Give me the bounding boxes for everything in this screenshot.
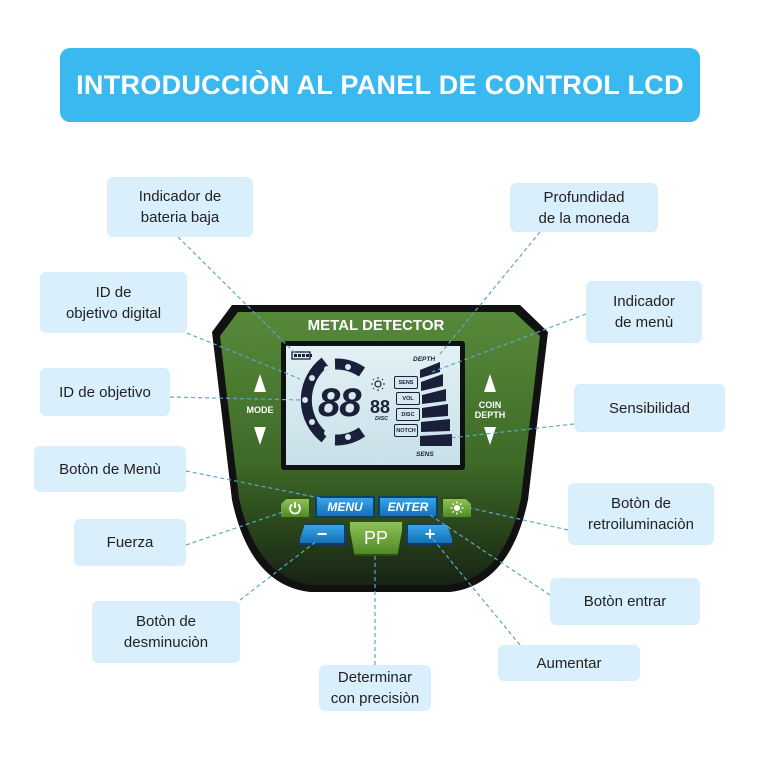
callout-target-id: ID de objetivo <box>40 368 170 416</box>
callout-backlight-button-text: Botòn de retroiluminaciòn <box>588 495 694 533</box>
enter-button[interactable]: ENTER <box>378 496 438 518</box>
callout-increase-text: Aumentar <box>536 654 602 672</box>
target-id-digits: 88 <box>318 381 361 425</box>
callout-power: Fuerza <box>74 519 186 566</box>
digital-id-digits: 88 <box>370 397 391 417</box>
callout-sensitivity-text: Sensibilidad <box>609 399 690 417</box>
callout-coin-depth-text: Profundidad de la moneda <box>538 188 630 227</box>
menu-item-vol: VOL <box>396 392 420 405</box>
mode-label: MODE <box>246 405 274 415</box>
callout-menu-button-text: Botòn de Menù <box>59 460 161 478</box>
callout-pinpoint: Determinar con precisiòn <box>319 665 431 711</box>
mode-down-arrow <box>254 427 266 445</box>
callout-sensitivity: Sensibilidad <box>574 384 725 432</box>
callout-enter-button-text: Botòn entrar <box>583 593 667 610</box>
depth-label: DEPTH <box>413 356 436 363</box>
callout-enter-button: Botòn entrar <box>550 578 700 625</box>
callout-decrease-button: Botòn de desminuciòn <box>92 601 240 663</box>
callout-decrease-button-text: Botòn de desminuciòn <box>123 613 209 651</box>
power-icon <box>289 502 301 515</box>
target-id-ring <box>300 357 366 446</box>
callout-pinpoint-text: Determinar con precisiòn <box>330 669 420 707</box>
callout-menu-button: Botòn de Menù <box>34 446 186 492</box>
title-banner: INTRODUCCIÒN AL PANEL DE CONTROL LCD <box>60 48 700 122</box>
callout-coin-depth: Profundidad de la moneda <box>510 183 658 232</box>
callout-menu-indicator-text: Indicador de menù <box>613 293 675 331</box>
callout-power-text: Fuerza <box>106 534 154 551</box>
device-name: METAL DETECTOR <box>307 317 445 334</box>
callout-low-battery: Indicador de bateria baja <box>107 177 253 237</box>
pinpoint-button[interactable]: PP <box>348 520 404 556</box>
callout-digital-target-id-text: ID de objetivo digital <box>65 283 162 322</box>
callout-increase: Aumentar <box>498 645 640 681</box>
callout-menu-indicator: Indicador de menù <box>586 281 702 343</box>
lcd-sun-icon <box>371 377 385 391</box>
callout-low-battery-text: Indicador de bateria baja <box>138 188 222 226</box>
menu-item-sens: SENS <box>394 376 418 389</box>
depth-bars <box>420 362 452 446</box>
menu-item-disc: DISC <box>396 408 420 421</box>
callout-target-id-text: ID de objetivo <box>59 383 151 401</box>
depth-up-arrow <box>484 374 496 392</box>
callout-digital-target-id: ID de objetivo digital <box>40 272 187 333</box>
menu-item-notch: NOTCH <box>394 424 418 437</box>
sens-label: SENS <box>416 451 434 458</box>
page-title: INTRODUCCIÒN AL PANEL DE CONTROL LCD <box>76 69 684 100</box>
callout-backlight-button: Botòn de retroiluminaciòn <box>568 483 714 545</box>
coin-depth-label: COIN DEPTH <box>474 400 506 420</box>
mode-up-arrow <box>254 374 266 392</box>
sun-icon <box>450 501 464 515</box>
disc-label: DISC <box>375 416 389 422</box>
menu-button[interactable]: MENU <box>315 496 375 518</box>
depth-down-arrow <box>484 427 496 445</box>
power-button[interactable] <box>279 497 311 519</box>
